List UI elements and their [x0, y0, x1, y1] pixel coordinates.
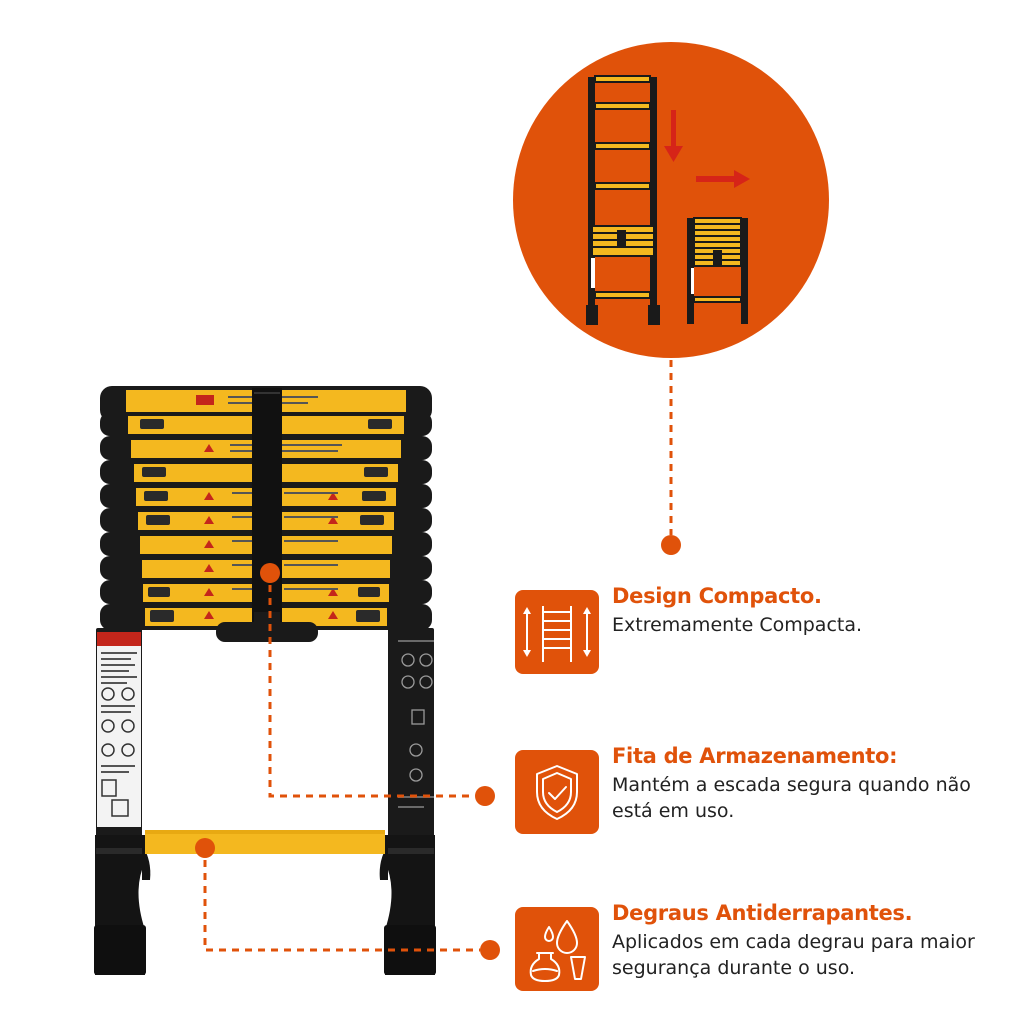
- drops-flask-icon: [529, 920, 586, 982]
- right-arrow-icon: [696, 170, 750, 188]
- feature-description: Extremamente Compacta.: [612, 614, 863, 636]
- feature-title: Degraus Antiderrapantes.: [612, 901, 913, 925]
- feature-title: Design Compacto.: [612, 584, 822, 608]
- down-arrow-icon: [664, 110, 683, 162]
- feature-badge: [515, 590, 599, 674]
- feature-description: Mantém a escada segura quando não está e…: [612, 774, 971, 822]
- hotspot-step-dot: [195, 838, 215, 858]
- feature-title: Fita de Armazenamento:: [612, 744, 898, 768]
- ladder-photo: [94, 386, 436, 975]
- hotspot-dot: [475, 786, 495, 806]
- feature-description: Aplicados em cada degrau para maior segu…: [612, 931, 975, 979]
- extended-ladder-icon: [586, 75, 660, 325]
- compact-ladder-icon: [523, 606, 591, 662]
- hotspot-strap-dot: [260, 563, 280, 583]
- compact-illustration-circle: [513, 42, 829, 358]
- hotspot-dot: [661, 535, 681, 555]
- collapsed-ladder-icon: [687, 217, 748, 324]
- shield-check-icon: [536, 765, 578, 820]
- hotspot-dot: [480, 940, 500, 960]
- feature-badge: [515, 750, 599, 834]
- feature-badge: [515, 907, 599, 991]
